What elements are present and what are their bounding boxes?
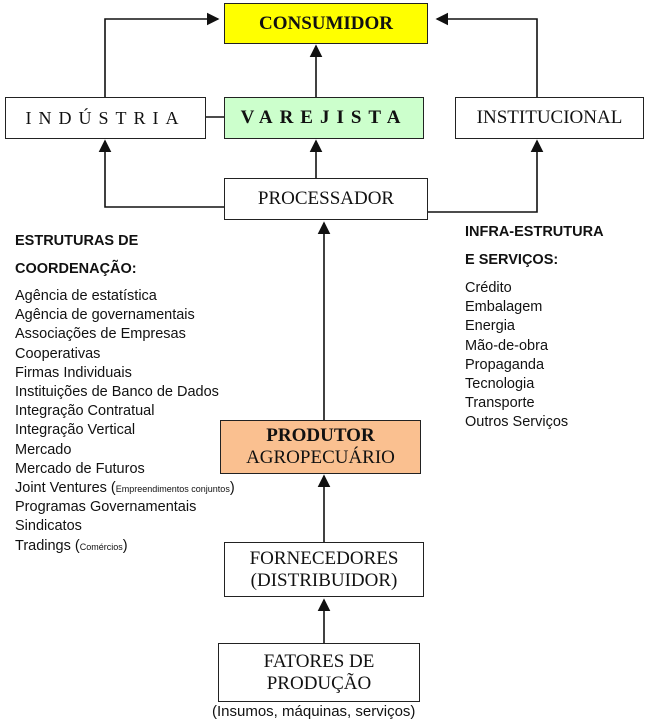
arrow-processador-industria [98,139,224,208]
list-item: Crédito [465,280,512,296]
list-item: Cooperativas [15,345,101,362]
item-label: Joint Ventures ( [15,480,116,496]
node-label: CONSUMIDOR [258,12,394,34]
node-label: PROCESSADOR [257,188,395,209]
node-industria: INDÚSTRIA [5,97,206,139]
fatores-note: (Insumos, máquinas, serviços) [212,703,416,720]
arrow-industria-consumidor [104,12,220,97]
item-note: Empreendimentos conjuntos [115,484,230,494]
node-label: FATORES DE [263,650,375,672]
infra-title: INFRA-ESTRUTURA [465,224,604,240]
list-item: Integração Vertical [15,422,136,439]
list-item: Integração Contratual [15,403,155,420]
list-item: Sindicatos [15,518,82,535]
list-item: Joint Ventures (Empreendimentos conjunto… [15,480,235,496]
node-label: AGROPECUÁRIO [246,447,395,468]
list-item: Energia [465,318,515,335]
list-item: Embalagem [465,299,543,316]
node-produtor: PRODUTOR AGROPECUÁRIO [220,420,421,474]
list-item: Tecnologia [465,376,535,392]
node-processador: PROCESSADOR [224,178,428,220]
node-label: PRODUÇÃO [266,672,372,694]
node-label: VAREJISTA [240,107,408,128]
arrow-institucional-consumidor [435,12,538,97]
list-item: Mão-de-obra [465,337,549,354]
list-item: Propaganda [465,356,545,373]
list-item: Tradings (Comércios) [15,538,128,554]
item-label: ) [122,537,128,554]
coordenacao-title: COORDENAÇÃO: [15,261,137,277]
node-label: PRODUTOR [266,425,375,446]
list-item: Transporte [465,395,535,412]
list-item: Firmas Individuais [15,364,132,381]
node-label: INDÚSTRIA [25,108,186,128]
node-fornecedores: FORNECEDORES (DISTRIBUIDOR) [224,542,424,597]
list-item: Agência de estatística [15,288,157,304]
node-label: INSTITUCIONAL [476,107,623,128]
item-note: Comércios [79,541,123,552]
arrow-processador-institucional [428,139,544,213]
list-item: Agência de governamentais [15,307,195,324]
list-item: Outros Serviços [465,414,569,431]
coordenacao-title: ESTRUTURAS DE [15,233,139,249]
list-item: Instituições de Banco de Dados [15,384,219,400]
infra-title: E SERVIÇOS: [465,252,559,268]
list-item: Programas Governamentais [15,499,197,516]
node-label: (DISTRIBUIDOR) [250,569,398,591]
node-fatores: FATORES DE PRODUÇÃO [218,643,420,702]
item-label: ) [229,480,235,496]
list-item: Associações de Empresas [15,326,186,343]
node-consumidor: CONSUMIDOR [224,3,428,44]
node-institucional: INSTITUCIONAL [455,97,644,139]
list-item: Mercado [15,441,72,458]
node-varejista: VAREJISTA [224,97,424,139]
item-label: Tradings ( [15,537,80,554]
node-label: FORNECEDORES [249,547,399,569]
list-item: Mercado de Futuros [15,460,145,477]
